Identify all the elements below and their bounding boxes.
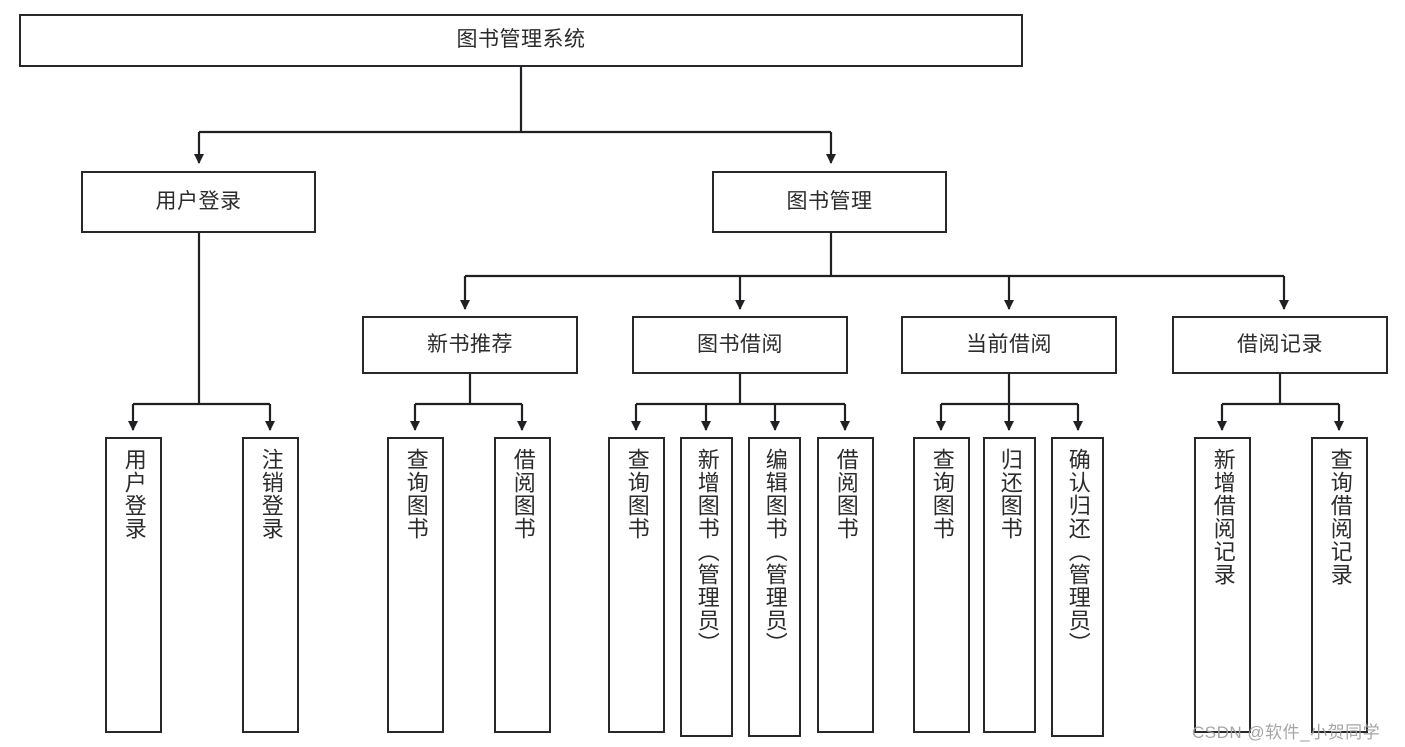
leaf-borrow-book-1-label: 借阅图书 [510,448,536,540]
node-book-borrow[interactable]: 图书借阅 [632,316,848,374]
leaf-query-record[interactable]: 查询借阅记录 [1311,437,1368,733]
node-borrow-record[interactable]: 借阅记录 [1172,316,1388,374]
leaf-add-book-label: 新增图书（管理员） [694,448,720,655]
leaf-confirm-return-label: 确认归还（管理员） [1065,448,1091,655]
leaf-query-book-3[interactable]: 查询图书 [913,437,970,733]
node-user-login[interactable]: 用户登录 [81,171,316,233]
leaf-query-record-label: 查询借阅记录 [1327,448,1353,586]
leaf-user-login-label: 用户登录 [121,448,147,540]
node-root[interactable]: 图书管理系统 [19,14,1023,67]
leaf-add-record-label: 新增借阅记录 [1210,448,1236,586]
leaf-confirm-return[interactable]: 确认归还（管理员） [1051,437,1104,737]
node-current-borrow[interactable]: 当前借阅 [901,316,1117,374]
leaf-query-book-3-label: 查询图书 [929,448,955,540]
node-current-borrow-label: 当前借阅 [966,332,1052,356]
leaf-user-login[interactable]: 用户登录 [105,437,162,733]
leaf-user-logout[interactable]: 注销登录 [242,437,299,733]
node-book-management-label: 图书管理 [786,189,873,213]
leaf-edit-book[interactable]: 编辑图书（管理员） [748,437,801,737]
leaf-query-book-2[interactable]: 查询图书 [608,437,665,733]
leaf-borrow-book-2[interactable]: 借阅图书 [817,437,874,733]
csdn-watermark: CSDN @软件_小贺同学 [1192,723,1381,742]
node-book-management[interactable]: 图书管理 [712,171,947,233]
leaf-add-record[interactable]: 新增借阅记录 [1194,437,1251,733]
leaf-borrow-book-2-label: 借阅图书 [833,448,859,540]
leaf-user-logout-label: 注销登录 [258,448,284,540]
leaf-return-book[interactable]: 归还图书 [983,437,1036,733]
node-book-borrow-label: 图书借阅 [697,332,783,356]
leaf-query-book-1-label: 查询图书 [403,448,429,540]
leaf-return-book-label: 归还图书 [997,448,1023,540]
node-new-book-recommend[interactable]: 新书推荐 [362,316,578,374]
node-new-book-recommend-label: 新书推荐 [427,332,513,356]
leaf-borrow-book-1[interactable]: 借阅图书 [494,437,551,733]
leaf-query-book-1[interactable]: 查询图书 [387,437,444,733]
leaf-add-book[interactable]: 新增图书（管理员） [680,437,733,737]
leaf-query-book-2-label: 查询图书 [624,448,650,540]
node-root-label: 图书管理系统 [456,28,586,52]
leaf-edit-book-label: 编辑图书（管理员） [762,448,788,655]
node-borrow-record-label: 借阅记录 [1237,332,1323,356]
node-user-login-label: 用户登录 [155,189,242,213]
